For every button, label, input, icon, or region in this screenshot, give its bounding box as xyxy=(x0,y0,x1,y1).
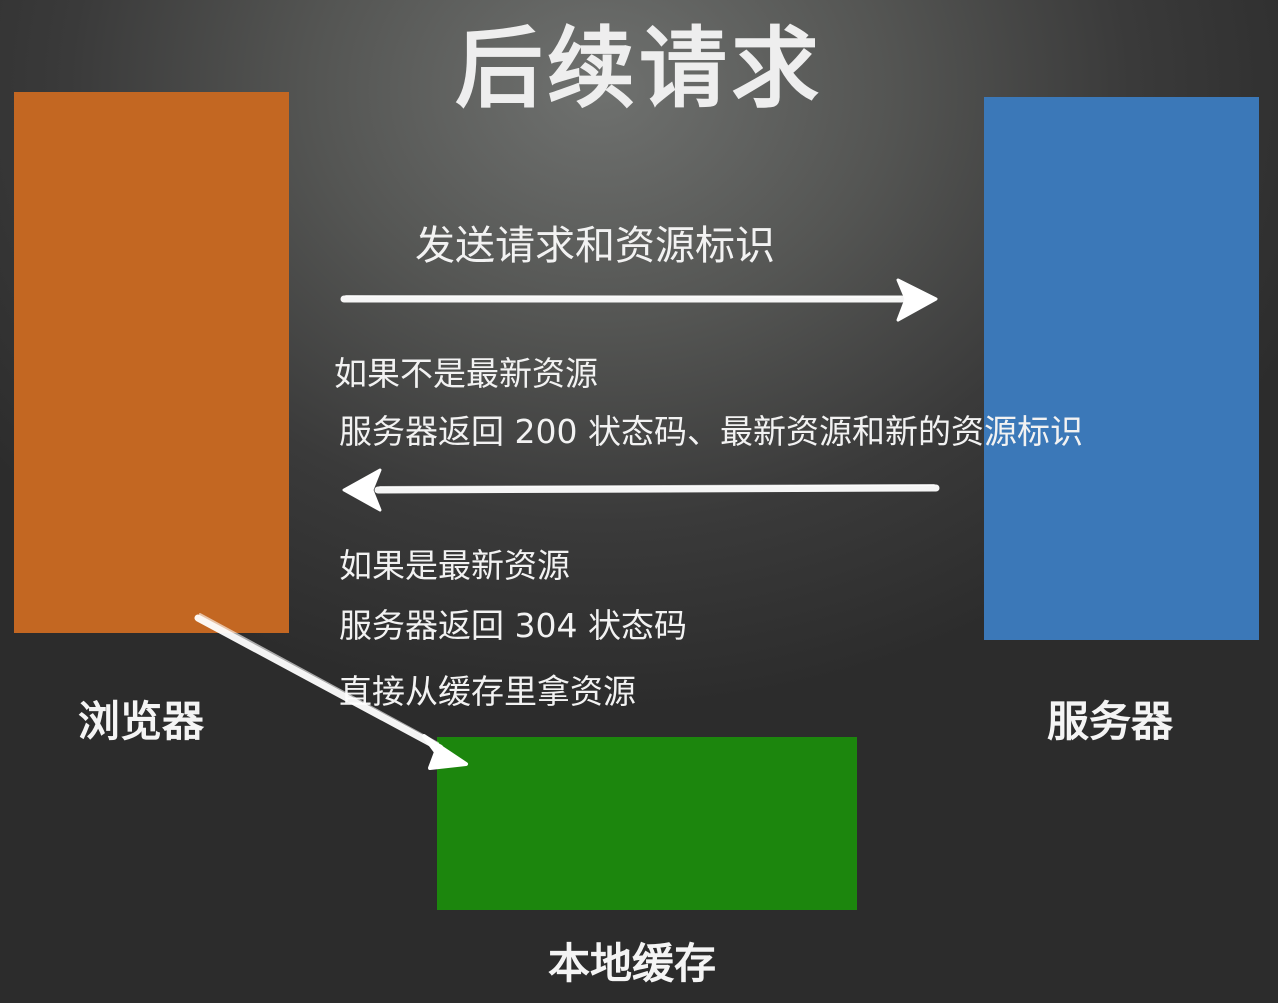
latest-action-text: 直接从缓存里拿资源 xyxy=(339,672,636,711)
request-arrow xyxy=(340,278,938,322)
latest-condition-text: 如果是最新资源 xyxy=(339,546,570,585)
browser-box xyxy=(14,92,289,633)
not-latest-condition-text: 如果不是最新资源 xyxy=(334,354,598,393)
response-arrow xyxy=(342,468,940,512)
server-box xyxy=(984,97,1259,640)
slide-title: 后续请求 xyxy=(454,17,823,120)
latest-response-text: 服务器返回 304 状态码 xyxy=(339,606,687,645)
not-latest-response-text: 服务器返回 200 状态码、最新资源和新的资源标识 xyxy=(339,412,1083,451)
send-request-text: 发送请求和资源标识 xyxy=(415,223,775,269)
browser-label: 浏览器 xyxy=(78,697,205,746)
local-cache-box xyxy=(437,737,857,910)
local-cache-label: 本地缓存 xyxy=(548,939,717,988)
server-label: 服务器 xyxy=(1047,697,1174,746)
